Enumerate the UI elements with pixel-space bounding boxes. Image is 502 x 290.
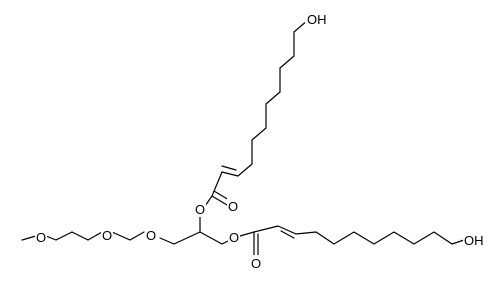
ether-tail-bonds: [21, 231, 145, 241]
svg-text:O: O: [229, 230, 239, 245]
atom-carbonyl-oxygen-right: O: [250, 255, 262, 271]
backbone-bonds: [159, 214, 231, 245]
top-chain-bonds: [204, 19, 309, 207]
svg-text:O: O: [195, 202, 205, 217]
atom-hydroxyl-top: OH: [305, 11, 327, 27]
svg-text:O: O: [102, 228, 112, 243]
atom-hydroxyl-right: OH: [463, 232, 485, 248]
svg-text:OH: OH: [307, 12, 327, 27]
atom-carbonyl-oxygen-top: O: [227, 198, 239, 214]
svg-text:O: O: [251, 256, 261, 271]
svg-text:OH: OH: [464, 233, 484, 248]
svg-text:O: O: [228, 199, 238, 214]
atom-ester-oxygen-top: O: [194, 201, 206, 217]
atom-methoxy-oxygen: O: [35, 229, 47, 245]
right-chain-bonds: [239, 225, 465, 257]
atom-ester-oxygen-right: O: [228, 229, 240, 245]
svg-text:O: O: [36, 230, 46, 245]
svg-text:O: O: [146, 228, 156, 243]
atom-ether-oxygen-2: O: [101, 227, 113, 243]
atom-ether-oxygen-1: O: [145, 227, 157, 243]
